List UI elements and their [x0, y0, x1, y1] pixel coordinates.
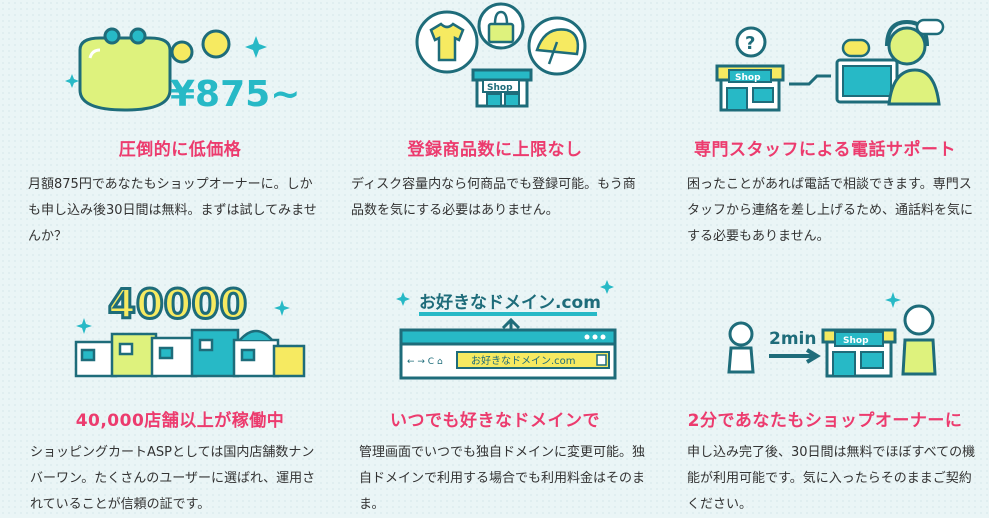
- connection-line-icon: [789, 74, 831, 86]
- feature-description: 管理画面でいつでも独自ドメインに変更可能。独自ドメインで利用する場合でも利用料金…: [359, 445, 646, 512]
- feature-title: いつでも好きなドメインで: [390, 411, 600, 431]
- feature-title: 専門スタッフによる電話サポート: [694, 140, 956, 160]
- feature-description: ショッピングカートASPとしては国内店舗数ナンバーワン。たくさんのユーザーに選ば…: [30, 445, 316, 512]
- feature-description: 月額875円であなたもショップオーナーに。しかも申し込み後30日間は無料。まずは…: [28, 177, 317, 244]
- feature-description: 困ったことがあれば電話で相談できます。専門スタッフから連絡を差し上げるため、通話…: [687, 177, 974, 244]
- sparkle-icon: [65, 36, 267, 88]
- shop-sign: Shop: [487, 83, 513, 93]
- sparkle-icon: [76, 300, 290, 334]
- support-staff-icon: [835, 19, 941, 106]
- buildings-icon: [74, 328, 306, 378]
- feature-title: 40,000店舗以上が稼働中: [75, 411, 285, 431]
- stores-count-illustration: 40000: [74, 281, 306, 378]
- nav-glyphs: ← → C ⌂: [407, 357, 443, 367]
- bag-icon: [477, 2, 525, 50]
- feature-title: 登録商品数に上限なし: [407, 140, 583, 160]
- wallet-coins-illustration: ¥875~: [65, 27, 300, 115]
- quick-start-illustration: 2min Shop: [727, 292, 937, 378]
- domain-browser-illustration: お好きなドメイン.com ← → C ⌂ お好きなドメイン.com: [396, 280, 617, 380]
- phone-support-illustration: ? Shop: [715, 18, 945, 112]
- coin-icon: [170, 29, 231, 64]
- price-text: ¥875~: [170, 74, 300, 115]
- time-text: 2min: [769, 329, 816, 349]
- feature-title: 2分であなたもショップオーナーに: [687, 411, 963, 431]
- feature-description: ディスク容量内なら何商品でも登録可能。もう商品数を気にする必要はありません。: [351, 177, 636, 218]
- arrow-right-icon: [769, 348, 821, 364]
- speech-bubble-icon: [841, 18, 945, 58]
- store-count-text: 40000: [108, 282, 247, 328]
- tshirt-icon: [415, 10, 479, 74]
- person-icon: [727, 321, 755, 374]
- browser-window-icon: ← → C ⌂ お好きなドメイン.com: [399, 328, 617, 380]
- shop-sign: Shop: [843, 336, 869, 346]
- sparkle-icon: [396, 280, 614, 306]
- domain-heading-text: お好きなドメイン.com: [419, 292, 601, 313]
- question-mark: ?: [745, 33, 755, 54]
- shop-sign: Shop: [735, 73, 761, 83]
- sparkle-icon: [885, 292, 901, 308]
- coin-purse-icon: [78, 27, 172, 112]
- address-bar-text: お好きなドメイン.com: [471, 355, 576, 367]
- shop-icon: Shop: [471, 68, 533, 108]
- shop-owner-icon: [901, 304, 937, 376]
- question-bubble-icon: ?: [735, 26, 767, 58]
- feature-title: 圧倒的に低価格: [118, 140, 242, 160]
- umbrella-icon: [527, 16, 587, 76]
- feature-description: 申し込み完了後、30日間は無料でほぼすべての機能が利用可能です。気に入ったらその…: [687, 445, 976, 512]
- shop-icon: Shop: [821, 328, 897, 378]
- shop-icon: Shop: [715, 64, 785, 112]
- product-bubbles-illustration: Shop: [415, 2, 587, 108]
